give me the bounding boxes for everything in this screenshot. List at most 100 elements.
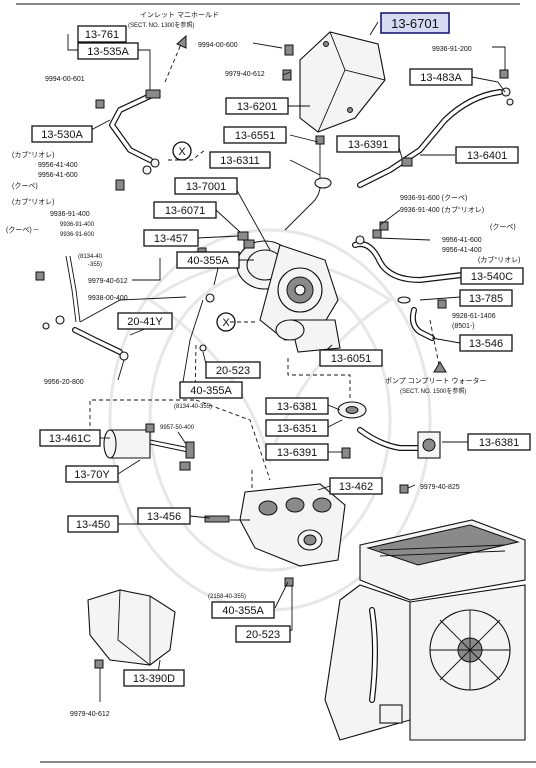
svg-text:13-530A: 13-530A <box>41 129 83 141</box>
part-number-text: (8134-40-355) <box>174 404 212 410</box>
svg-text:13-6381: 13-6381 <box>277 401 317 413</box>
part-number-text: 9979-40-612 <box>88 278 128 285</box>
part-label-13-6401[interactable]: 13-6401 <box>455 146 519 164</box>
turbocharger-drawing <box>236 231 341 353</box>
svg-text:13-6201: 13-6201 <box>237 101 277 113</box>
svg-text:40-355A: 40-355A <box>222 605 264 617</box>
part-number-text: (8501-) <box>452 323 475 330</box>
part-number-text: 9979-40-612 <box>70 711 110 718</box>
part-number-text: 9938-00-400 <box>88 295 128 302</box>
part-label-13-785[interactable]: 13-785 <box>459 289 513 307</box>
part-label-13-6701[interactable]: 13-6701 <box>380 12 450 34</box>
part-number-text: 9936-91-600 (クーペ) <box>400 194 467 202</box>
part-number-text: 9956-41-600 <box>442 237 482 244</box>
part-number-text: 9994-00-601 <box>45 76 85 83</box>
part-label-13-6551[interactable]: 13-6551 <box>223 126 287 144</box>
part-label-13-461c[interactable]: 13-461C <box>39 429 101 447</box>
hose-pipe-left <box>35 255 129 361</box>
svg-text:X: X <box>222 317 230 329</box>
part-label-13-6391-lower[interactable]: 13-6391 <box>265 443 329 461</box>
part-label-13-7001[interactable]: 13-7001 <box>174 177 238 195</box>
water-pump-note: ポンプ コンプリート ウォーター (SECT. NO. 1500を参照) <box>385 376 486 395</box>
part-label-13-6381-left[interactable]: 13-6381 <box>265 397 329 415</box>
part-number-text: 9936-91-600 <box>60 232 95 238</box>
part-number-text: (2158-40-355) <box>208 594 246 600</box>
part-label-13-761[interactable]: 13-761 <box>77 25 127 43</box>
svg-text:(SECT. NO. 1500を参照): (SECT. NO. 1500を参照) <box>400 387 466 395</box>
part-number-text: 9956-20-800 <box>44 379 84 386</box>
part-label-13-483a[interactable]: 13-483A <box>409 68 473 86</box>
part-label-13-6381-right[interactable]: 13-6381 <box>467 433 531 451</box>
svg-text:13-540C: 13-540C <box>471 271 513 283</box>
part-label-13-6051[interactable]: 13-6051 <box>319 349 383 367</box>
part-label-13-6311[interactable]: 13-6311 <box>209 151 271 169</box>
variant-text: (クーペ) ─ <box>6 226 39 234</box>
part-label-20-523-lower[interactable]: 20-523 <box>235 625 291 643</box>
part-number-text: 9956-41-600 <box>38 172 78 179</box>
part-number-text: 9956-41-400 <box>442 247 482 254</box>
part-label-20-41y[interactable]: 20-41Y <box>117 312 173 330</box>
svg-text:13-450: 13-450 <box>76 519 110 531</box>
svg-text:13-6551: 13-6551 <box>235 130 275 142</box>
svg-text:13-6401: 13-6401 <box>467 150 507 162</box>
part-label-13-540c[interactable]: 13-540C <box>460 267 524 285</box>
part-label-40-355a-lower[interactable]: 40-355A <box>211 601 275 619</box>
svg-text:13-6391: 13-6391 <box>348 139 388 151</box>
oil-return-pipe-530a <box>95 89 161 191</box>
wastegate-actuator-drawing <box>103 423 195 459</box>
part-number-text: 9936-91-400 <box>50 211 90 218</box>
part-label-13-450[interactable]: 13-450 <box>67 515 119 533</box>
part-label-13-456[interactable]: 13-456 <box>137 507 191 525</box>
water-hose-546 <box>397 296 447 341</box>
svg-text:13-761: 13-761 <box>85 29 119 41</box>
boxed-part-labels: 13-761 13-535A 13-6701 13-483A 13-6201 1… <box>31 12 531 687</box>
part-label-13-546[interactable]: 13-546 <box>459 334 513 352</box>
variant-text: (クーペ) <box>12 182 38 190</box>
part-label-13-6351[interactable]: 13-6351 <box>265 419 329 437</box>
svg-text:20-523: 20-523 <box>216 365 250 377</box>
part-number-text: 9936-91-400 <box>60 222 95 228</box>
part-number-text: 9957-50-400 <box>160 425 195 431</box>
svg-text:13-6071: 13-6071 <box>165 205 205 217</box>
part-label-13-6201[interactable]: 13-6201 <box>225 97 289 115</box>
part-label-13-390d[interactable]: 13-390D <box>123 669 185 687</box>
svg-text:13-6701: 13-6701 <box>391 16 439 31</box>
part-number-text: 9979-40-612 <box>225 71 265 78</box>
svg-text:X: X <box>178 146 186 158</box>
part-label-13-70y[interactable]: 13-70Y <box>65 465 119 483</box>
variant-text: (カブ°リオレ) <box>12 197 54 206</box>
part-label-20-523-upper[interactable]: 20-523 <box>205 361 261 379</box>
svg-text:20-523: 20-523 <box>246 629 280 641</box>
svg-text:40-355A: 40-355A <box>187 255 229 267</box>
part-label-13-6071[interactable]: 13-6071 <box>153 201 217 219</box>
svg-text:13-462: 13-462 <box>339 481 373 493</box>
svg-text:13-6351: 13-6351 <box>277 423 317 435</box>
svg-text:13-546: 13-546 <box>469 338 503 350</box>
svg-text:ポンプ コンプリート ウォーター: ポンプ コンプリート ウォーター <box>385 376 486 385</box>
svg-text:20-41Y: 20-41Y <box>127 316 163 328</box>
exhaust-manifold-drawing <box>204 483 346 567</box>
part-label-13-462[interactable]: 13-462 <box>329 477 383 495</box>
part-label-40-355a-middle[interactable]: 40-355A <box>179 381 243 399</box>
part-number-text: -355) <box>88 262 102 268</box>
water-pipe-540c <box>352 229 465 283</box>
svg-text:13-6311: 13-6311 <box>220 155 260 167</box>
part-label-13-6391-upper[interactable]: 13-6391 <box>336 135 400 153</box>
exhaust-flange-drawing <box>337 401 441 459</box>
part-label-13-530a[interactable]: 13-530A <box>31 125 93 143</box>
part-label-13-457[interactable]: 13-457 <box>143 229 199 247</box>
part-number-text: 9928-61-1406 <box>452 313 496 320</box>
part-number-text: 9936-91-400 (カブ°リオレ) <box>400 205 484 214</box>
heat-insulator-drawing <box>282 31 386 133</box>
svg-text:13-456: 13-456 <box>147 511 181 523</box>
svg-text:(SECT. NO. 1300を参照): (SECT. NO. 1300を参照) <box>128 21 194 29</box>
part-label-40-355a-upper[interactable]: 40-355A <box>176 251 240 269</box>
coolant-pipe-6401 <box>357 69 514 188</box>
variant-text: (カブ°リオレ) <box>12 150 54 159</box>
variant-text: (カブ°リオレ) <box>478 255 520 264</box>
svg-text:13-6391: 13-6391 <box>277 447 317 459</box>
part-label-13-535a[interactable]: 13-535A <box>77 42 139 60</box>
oil-feed-pipe <box>284 135 332 231</box>
svg-text:13-483A: 13-483A <box>420 72 462 84</box>
heat-shield-lower-drawing <box>87 589 176 669</box>
